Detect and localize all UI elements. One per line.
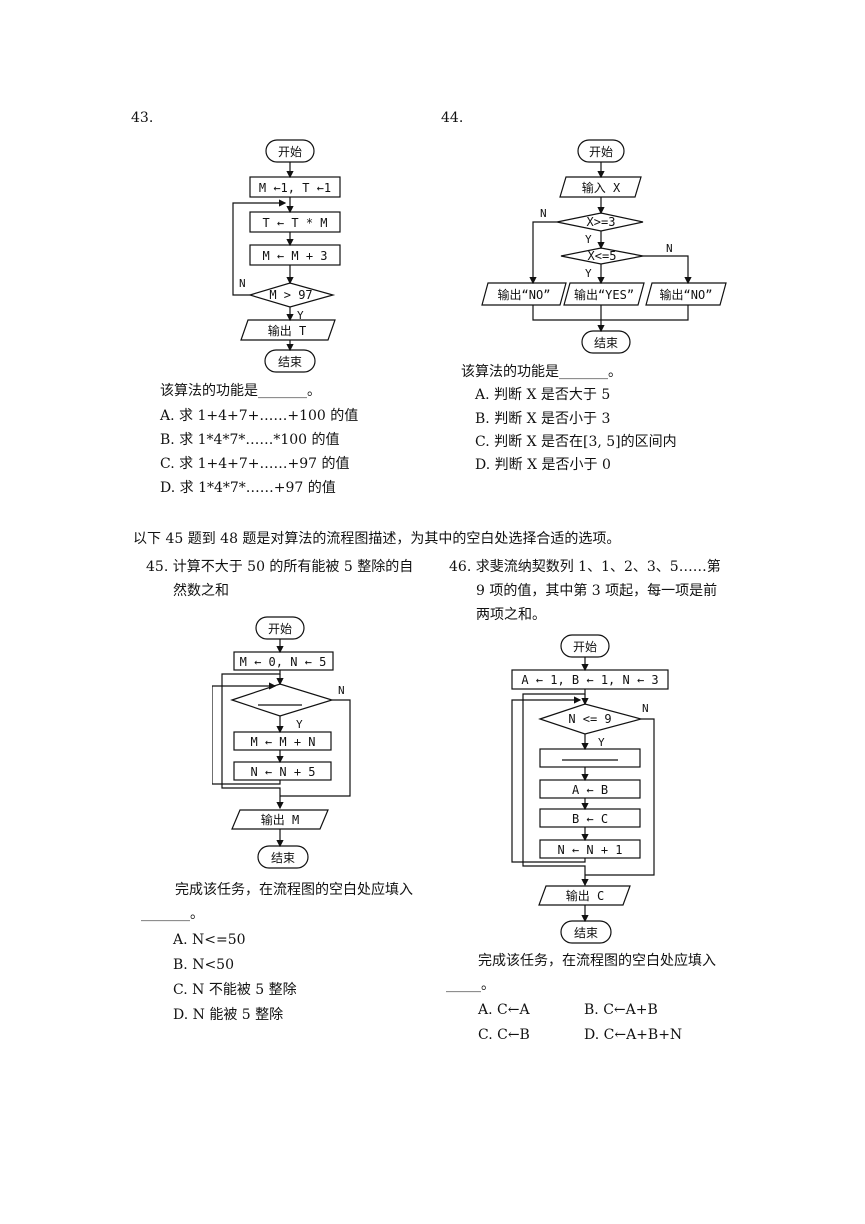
fc46-init: A ← 1, B ← 1, N ← 3 (521, 673, 658, 687)
fc46-end: 结束 (574, 926, 598, 940)
fc45-init: M ← 0, N ← 5 (240, 655, 327, 669)
fc44-input: 输入 X (582, 180, 621, 195)
q46-option-b: B. C←A+B (584, 1002, 658, 1018)
q45-line2: 然数之和 (173, 583, 229, 599)
fc44-yes-1: Y (585, 233, 592, 246)
question-44-number: 44. (441, 110, 464, 126)
fc45-yes: Y (296, 718, 303, 731)
q43-option-d: D. 求 1*4*7*……+97 的值 (160, 480, 336, 496)
q44-option-d: D. 判断 X 是否小于 0 (475, 457, 611, 473)
q44-option-b: B. 判断 X 是否小于 3 (475, 411, 611, 427)
q44-option-a: A. 判断 X 是否大于 5 (475, 387, 611, 403)
fc46-ab: A ← B (572, 783, 608, 797)
q45-option-b: B. N<50 (173, 957, 234, 973)
fc46-output: 输出 C (566, 888, 604, 903)
fc43-end: 结束 (278, 355, 302, 369)
fc44-cond2: X<=5 (588, 249, 617, 263)
fc45-inc: N ← N + 5 (250, 765, 315, 779)
q46-option-c: C. C←B (478, 1027, 530, 1043)
flowchart-43: 开始 M ←1, T ←1 T ← T * M M ← M + 3 M > 97… (232, 139, 341, 373)
q45-line1: 45. 计算不大于 50 的所有能被 5 整除的自 (146, 559, 414, 575)
fc44-yes-2: Y (585, 267, 592, 280)
fc46-start: 开始 (573, 640, 597, 654)
fc43-no: N (239, 277, 246, 290)
fc45-start: 开始 (268, 622, 292, 636)
fc44-out-yes: 输出“YES” (574, 287, 634, 302)
q44-option-c: C. 判断 X 是否在[3, 5]的区间内 (475, 434, 677, 450)
flowchart-46: 开始 A ← 1, B ← 1, N ← 3 N <= 9 N Y A ← B … (511, 634, 669, 944)
fc45-add: M ← M + N (250, 735, 315, 749)
fc45-no: N (338, 684, 345, 697)
fc46-cond: N <= 9 (568, 712, 611, 726)
q46-line2: 9 项的值，其中第 3 项起，每一项是前 (476, 583, 718, 599)
fc46-bc: B ← C (572, 812, 608, 826)
fc46-no: N (642, 702, 649, 715)
fc45-output: 输出 M (261, 812, 299, 827)
q46-line3: 两项之和。 (476, 607, 546, 623)
fc46-yes: Y (598, 736, 605, 749)
q46-option-a: A. C←A (478, 1002, 530, 1018)
q43-stem: 该算法的功能是_______。 (160, 383, 321, 399)
fc44-out-no-right: 输出“NO” (660, 287, 713, 302)
fc43-cond: M > 97 (269, 288, 312, 302)
fc43-yes: Y (297, 309, 304, 322)
q43-option-b: B. 求 1*4*7*……*100 的值 (160, 432, 340, 448)
q46-line1: 46. 求斐流纳契数列 1、1、2、3、5……第 (449, 559, 721, 575)
flowchart-45: 开始 M ← 0, N ← 5 N Y M ← M + N N ← N + 5 … (212, 616, 351, 869)
fc43-mult: T ← T * M (262, 216, 327, 230)
fc45-end: 结束 (271, 851, 295, 865)
fc44-end: 结束 (594, 336, 618, 350)
q45-stem-1: 完成该任务，在流程图的空白处应填入 (175, 882, 413, 898)
fc44-start: 开始 (589, 145, 613, 159)
fc43-output: 输出 T (268, 323, 306, 338)
question-43-number: 43. (131, 110, 154, 126)
fc43-add: M ← M + 3 (262, 249, 327, 263)
fc43-init: M ←1, T ←1 (259, 181, 331, 195)
q46-stem-2: _____。 (446, 977, 495, 993)
fc43-start: 开始 (278, 145, 302, 159)
q45-option-d: D. N 能被 5 整除 (173, 1007, 284, 1023)
q46-stem-1: 完成该任务，在流程图的空白处应填入 (478, 953, 716, 969)
q45-option-c: C. N 不能被 5 整除 (173, 982, 297, 998)
fc44-no-2: N (666, 242, 673, 255)
section-intro: 以下 45 题到 48 题是对算法的流程图描述，为其中的空白处选择合适的选项。 (133, 531, 621, 547)
q43-option-c: C. 求 1+4+7+……+97 的值 (160, 456, 350, 472)
q44-stem: 该算法的功能是_______。 (461, 364, 622, 380)
fc44-cond1: X>=3 (587, 215, 616, 229)
q45-option-a: A. N<=50 (173, 932, 246, 948)
fc46-inc: N ← N + 1 (557, 843, 622, 857)
q45-stem-2: _______。 (141, 906, 204, 922)
fc44-out-no-left: 输出“NO” (498, 287, 551, 302)
q43-option-a: A. 求 1+4+7+……+100 的值 (160, 408, 359, 424)
q46-option-d: D. C←A+B+N (584, 1027, 683, 1043)
flowchart-44: 开始 输入 X X>=3 X<=5 N Y N Y 输出“NO” 输出“YES”… (481, 139, 727, 354)
fc44-no-1: N (540, 207, 547, 220)
